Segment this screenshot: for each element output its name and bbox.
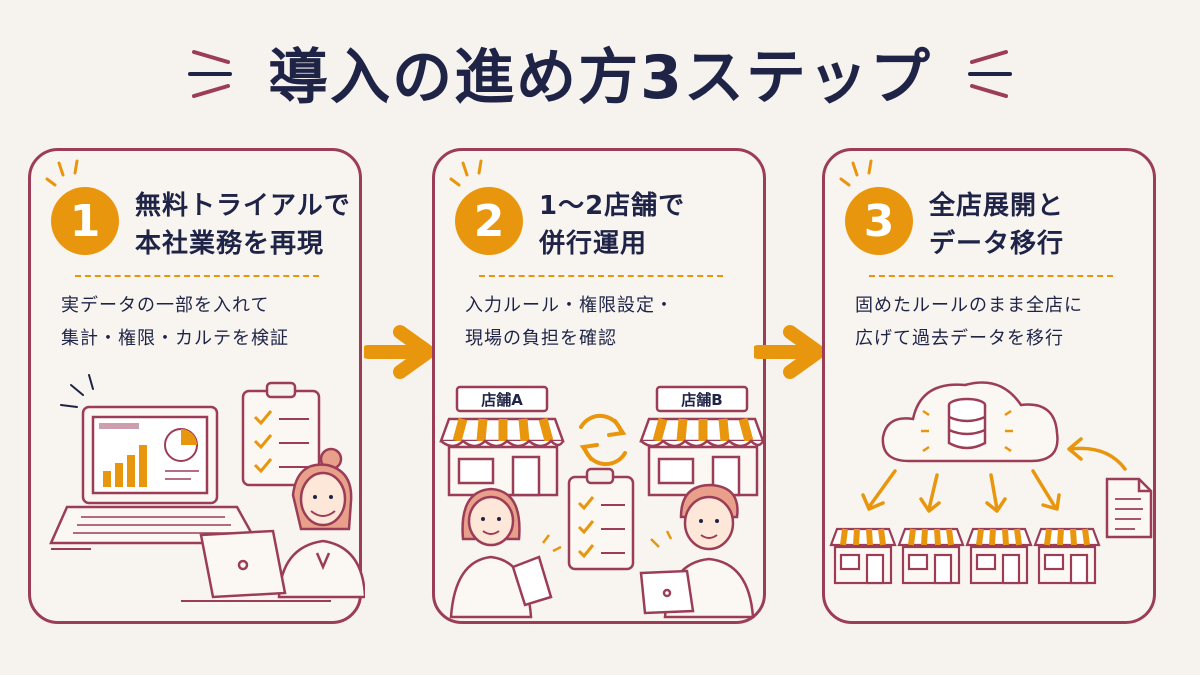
desc-line-1: 固めたルールのまま全店に: [855, 295, 1083, 316]
sparkle-icon: [45, 159, 79, 187]
staff-man-icon: [639, 483, 755, 619]
step-1-illustration: [49, 374, 365, 602]
step-card-1: 1 無料トライアルで 本社業務を再現 実データの一部を入れて 集計・権限・カルテ…: [28, 148, 365, 624]
step-heading-3: 全店展開と データ移行: [929, 187, 1149, 263]
divider: [75, 275, 319, 277]
store-b-icon: 店舗B: [639, 385, 765, 497]
step-card-3: 3 全店展開と データ移行 固めたルールのまま全店に 広げて過去データを移行: [822, 148, 1156, 624]
step-description-3: 固めたルールのまま全店に 広げて過去データを移行: [855, 289, 1145, 355]
step-heading-1: 無料トライアルで 本社業務を再現: [135, 187, 355, 263]
checklist-icon: [567, 467, 635, 571]
cloud-database-icon: [881, 381, 1059, 463]
distribution-arrows-icon: [861, 437, 1127, 513]
step-number-1: 1: [51, 187, 119, 255]
step-description-2: 入力ルール・権限設定・ 現場の負担を確認: [465, 289, 755, 355]
woman-with-laptop-icon: [181, 447, 365, 602]
step-number-2: 2: [455, 187, 523, 255]
step-description-1: 実データの一部を入れて 集計・権限・カルテを検証: [61, 289, 351, 355]
store-a-label: 店舗A: [481, 391, 523, 409]
desc-line-2: 集計・権限・カルテを検証: [61, 328, 289, 349]
step-card-2: 2 1〜2店舗で 併行運用 入力ルール・権限設定・ 現場の負担を確認 店舗A: [432, 148, 766, 624]
sparkle-icon: [839, 159, 873, 187]
checklist-icon: [241, 381, 321, 487]
store-b-label: 店舗B: [681, 391, 722, 409]
divider: [479, 275, 723, 277]
title-deco-left-icon: [188, 50, 233, 98]
next-step-arrow-icon: [754, 325, 824, 379]
desc-line-2: 現場の負担を確認: [465, 328, 617, 349]
laptop-chart-icon: [49, 405, 260, 550]
step-heading-2: 1〜2店舗で 併行運用: [539, 187, 759, 263]
store-a-icon: 店舗A: [439, 385, 565, 497]
title-deco-right-icon: [967, 50, 1012, 98]
sparkle-icon: [60, 374, 94, 408]
heading-line-1: 無料トライアルで: [135, 191, 351, 221]
heading-line-2: 併行運用: [539, 229, 648, 259]
next-step-arrow-icon: [364, 325, 434, 379]
heading-line-1: 1〜2店舗で: [539, 191, 686, 221]
desc-line-2: 広げて過去データを移行: [855, 328, 1064, 349]
staff-woman-icon: [449, 487, 562, 619]
page-title: 導入の進め方3ステップ: [268, 42, 932, 113]
step-3-illustration: [829, 381, 1153, 585]
heading-line-1: 全店展開と: [929, 191, 1065, 221]
desc-line-1: 実データの一部を入れて: [61, 295, 270, 316]
desc-line-1: 入力ルール・権限設定・: [465, 295, 674, 316]
sync-icon: [579, 413, 627, 467]
step-number-3: 3: [845, 187, 913, 255]
store-icon: [829, 527, 1101, 585]
heading-line-2: 本社業務を再現: [135, 229, 325, 259]
heading-line-2: データ移行: [929, 229, 1065, 259]
step-2-illustration: 店舗A 店舗B: [439, 385, 765, 619]
title-area: 導入の進め方3ステップ: [0, 22, 1200, 122]
divider: [869, 275, 1113, 277]
sparkle-icon: [449, 159, 483, 187]
bar-chart-icon: [99, 423, 199, 487]
document-icon: [1105, 477, 1153, 539]
